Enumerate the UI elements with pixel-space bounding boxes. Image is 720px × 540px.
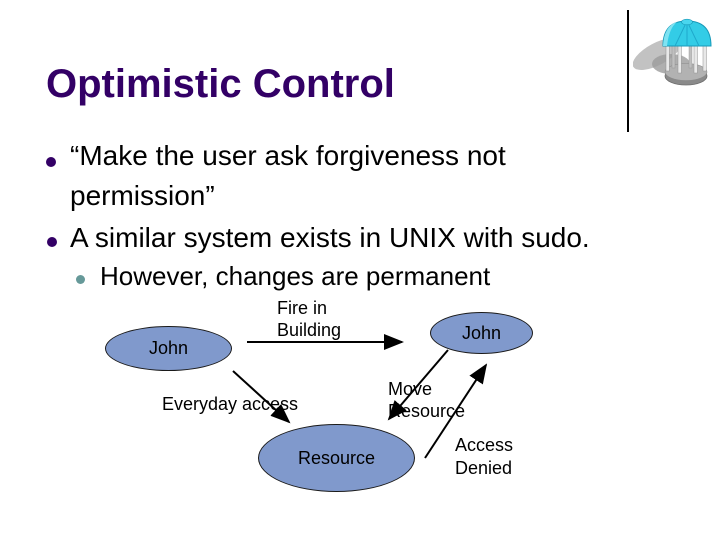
node-label: John bbox=[148, 338, 189, 358]
page-title: Optimistic Control bbox=[46, 62, 395, 106]
bullet-text-forgiveness: “Make the user ask forgiveness not permi… bbox=[70, 140, 506, 211]
title-divider-line bbox=[627, 10, 629, 132]
node-john-right: John bbox=[430, 312, 533, 354]
node-label: John bbox=[461, 322, 502, 343]
node-john-left: John bbox=[105, 326, 232, 371]
node-resource: Resource bbox=[258, 424, 415, 492]
edge-label-everyday-access: Everyday access bbox=[162, 394, 299, 414]
sub-bullet-dot bbox=[76, 275, 85, 284]
node-label: Resource bbox=[297, 447, 376, 468]
edge-label-access-denied: Access Denied bbox=[455, 435, 514, 478]
edge-label-fire-in-building: Fire in Building bbox=[277, 298, 342, 340]
sub-bullet-text-permanent: However, changes are permanent bbox=[100, 261, 491, 291]
bullet-dot bbox=[46, 157, 56, 167]
bullet-dot bbox=[47, 237, 57, 247]
edge-label-move-resource: Move Resource bbox=[388, 379, 466, 421]
gazebo-icon bbox=[633, 18, 712, 86]
bullet-text-unix-sudo: A similar system exists in UNIX with sud… bbox=[70, 222, 590, 253]
